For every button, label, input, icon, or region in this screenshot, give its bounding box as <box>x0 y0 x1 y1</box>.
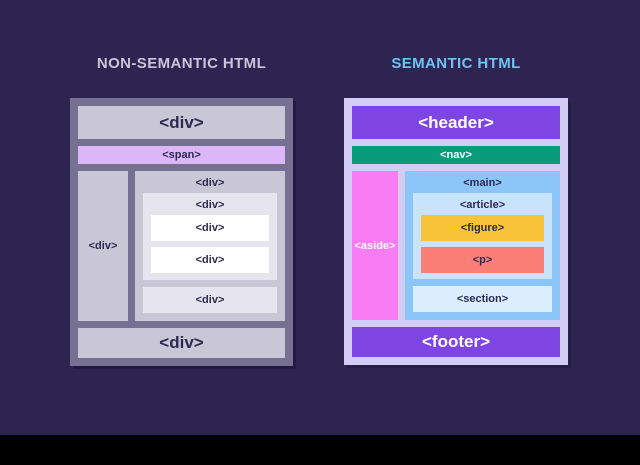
article-box: <article> <figure> <p> <box>413 193 552 279</box>
div-row-1: <div> <box>151 215 269 241</box>
div-row-2: <div> <box>151 247 269 273</box>
div-nested-box: <div> <div> <div> <box>143 193 277 280</box>
div-header-box: <div> <box>78 106 285 139</box>
main-column: <main> <article> <figure> <p> <section> <box>405 171 560 320</box>
div-middle-row: <div> <div> <div> <div> <div> <div> <box>78 171 285 321</box>
bottom-black-bar <box>0 435 640 465</box>
div-footer-box: <div> <box>78 328 285 358</box>
non-semantic-panel: <div> <span> <div> <div> <div> <div> <di… <box>70 98 293 366</box>
header-box: <header> <box>352 106 560 139</box>
non-semantic-title: NON-SEMANTIC HTML <box>96 55 267 72</box>
article-label: <article> <box>459 199 506 211</box>
div-column-label: <div> <box>195 177 225 189</box>
div-sidebar-box: <div> <box>78 171 128 321</box>
main-label: <main> <box>463 177 502 189</box>
semantic-title: SEMANTIC HTML <box>391 55 521 72</box>
div-column: <div> <div> <div> <div> <div> <box>135 171 285 321</box>
div-bottom-strip: <div> <box>143 287 277 313</box>
section-box: <section> <box>413 286 552 312</box>
footer-box: <footer> <box>352 327 560 357</box>
nav-box: <nav> <box>352 146 560 164</box>
p-box: <p> <box>421 247 544 273</box>
div-nested-label: <div> <box>195 199 225 211</box>
semantic-middle-row: <aside> <main> <article> <figure> <p> <s… <box>352 171 560 320</box>
aside-box: <aside> <box>352 171 398 320</box>
semantic-panel: <header> <nav> <aside> <main> <article> … <box>344 98 568 365</box>
span-box: <span> <box>78 146 285 164</box>
figure-box: <figure> <box>421 215 544 241</box>
